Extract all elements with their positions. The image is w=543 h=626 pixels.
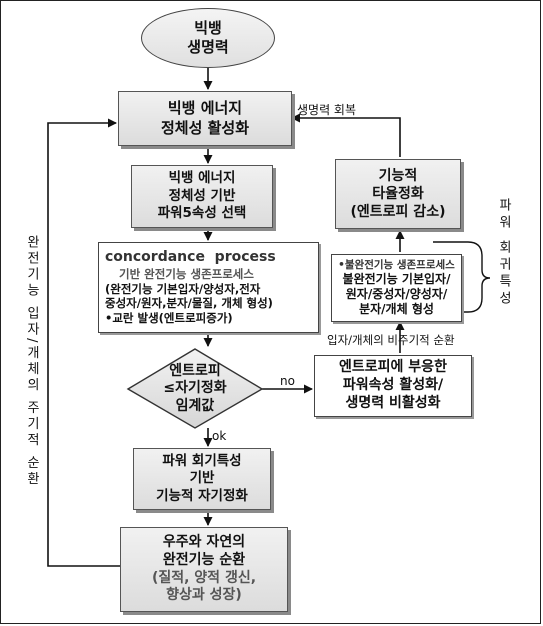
cosmos-cycle-box: 우주와 자연의 완전기능 순환 (질적, 양적 갱신, 향상과 성장) (120, 527, 288, 612)
energy-activation-line-1: 빅뱅 에너지 (167, 99, 243, 117)
response-line-3: 생명력 비활성화 (345, 394, 441, 411)
regression-line-2: 기반 (189, 470, 215, 487)
power-regression-vertical-label: 파워 회귀특성 (496, 198, 511, 309)
energy-activation-line-2: 정체성 활성화 (160, 118, 250, 137)
incomplete-title: •불완전기능 생존프로세스 (338, 258, 455, 271)
arrow-recovery-loop (291, 113, 401, 157)
entropy-response-box: 엔트로피에 부응한 파워속성 활성화/ 생명력 비활성화 (314, 355, 472, 417)
concordance-process-box: concordance process 기반 완전기능 생존프로세스 (완전기능… (98, 242, 319, 333)
reorg-line-3: (엔트로피 감소) (350, 204, 446, 221)
start-node-lifeforce: 빅뱅 생명력 (141, 8, 275, 68)
reorg-line-1: 기능적 (378, 167, 418, 184)
concordance-subtitle: 기반 완전기능 생존프로세스 (119, 267, 254, 282)
power-regression-brace (433, 241, 491, 313)
start-line-2: 생명력 (187, 38, 229, 56)
concordance-line-3: •교란 발생(엔트로피증가) (105, 311, 233, 326)
incomplete-line-2: 원자/중성자/양성자/ (345, 287, 448, 302)
arrow-periodic-loop (47, 118, 120, 567)
concordance-title: concordance process (105, 249, 276, 266)
incomplete-process-box: •불완전기능 생존프로세스 불완전기능 기본입자/ 원자/중성자/양성자/ 분자… (331, 254, 462, 322)
start-line-1: 빅뱅 (194, 18, 222, 37)
power-selection-line-2: 정체성 기반 (168, 187, 236, 204)
regression-line-3: 기능적 자기정화 (156, 487, 248, 504)
cycle-line-2: 완전기능 순환 (162, 551, 246, 568)
power-selection-line-1: 빅뱅 에너지 (168, 170, 236, 187)
nonperiodic-cycle-label: 입자/개체의 비주기적 순환 (327, 333, 455, 347)
concordance-line-2: 중성자/원자,분자/물질, 개체 형성) (105, 296, 273, 311)
ok-branch-label: ok (212, 429, 227, 443)
concordance-line-1: (완전기능 기본입자/양성자,전자 (105, 281, 261, 296)
periodic-cycle-vertical-label: 완전기능 입자/개체의 주기적 순환 (24, 235, 39, 488)
entropy-decision-diamond (126, 348, 264, 429)
energy-activation-box: 빅뱅 에너지 정체성 활성화 (118, 91, 292, 146)
incomplete-line-1: 불완전기능 기본입자/ (342, 272, 451, 287)
functional-purification-box: 기능적 타율정화 (엔트로피 감소) (335, 159, 461, 229)
power-selection-line-3: 파워5속성 선택 (157, 205, 247, 222)
recovery-label: 생명력 회복 (297, 103, 357, 117)
cycle-line-1: 우주와 자연의 (162, 533, 246, 550)
decision-line-3: 임계값 (175, 397, 215, 414)
response-line-2: 파워속성 활성화/ (342, 377, 444, 394)
regression-line-1: 파워 회기특성 (162, 452, 242, 469)
cycle-line-4: 향상과 성장) (166, 587, 242, 604)
cycle-line-3: (질적, 양적 갱신, (151, 569, 257, 586)
power-selection-box: 빅뱅 에너지 정체성 기반 파워5속성 선택 (131, 165, 273, 228)
entropy-decision-label: 엔트로피 ≤자기정화 임계값 (151, 360, 239, 418)
response-line-1: 엔트로피에 부응한 (339, 359, 447, 376)
reorg-line-2: 타율정화 (372, 185, 424, 202)
power-regression-box: 파워 회기특성 기반 기능적 자기정화 (133, 448, 271, 510)
no-branch-label: no (280, 374, 295, 388)
decision-line-2: ≤자기정화 (163, 380, 227, 397)
decision-line-1: 엔트로피 (169, 362, 221, 379)
incomplete-line-3: 분자/개체 형성 (359, 302, 434, 317)
